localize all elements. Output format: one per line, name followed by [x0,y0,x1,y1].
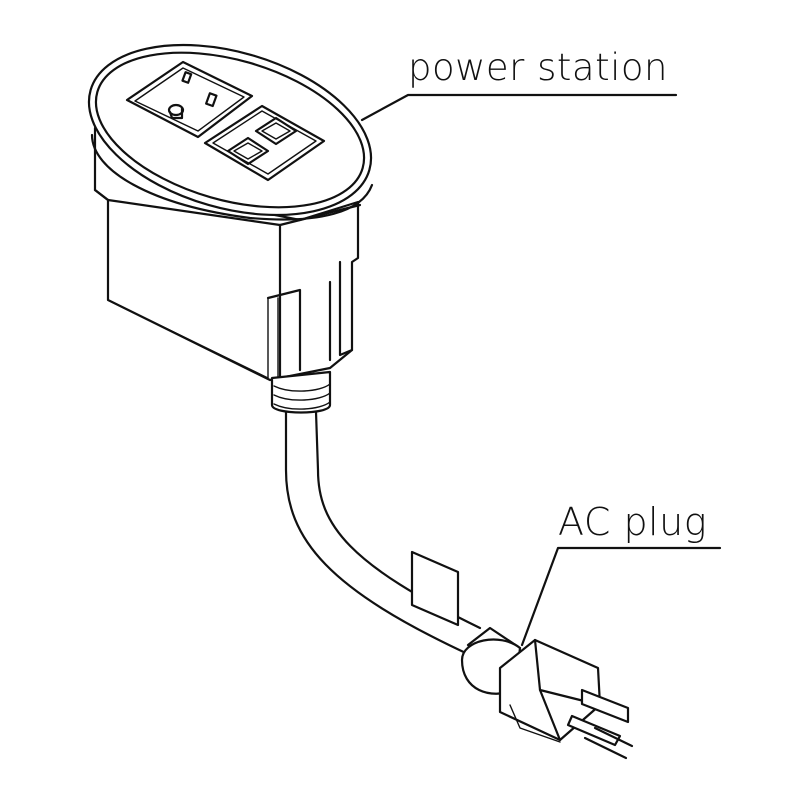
power-station-label: power station [408,46,668,89]
cable-tag [410,550,460,627]
ac-plug [460,626,634,760]
callout-leaders [360,93,722,647]
strain-relief [270,370,332,414]
ac-outlet [125,60,254,139]
usb-ports [203,104,326,182]
ac-plug-label: AC plug [558,500,708,544]
